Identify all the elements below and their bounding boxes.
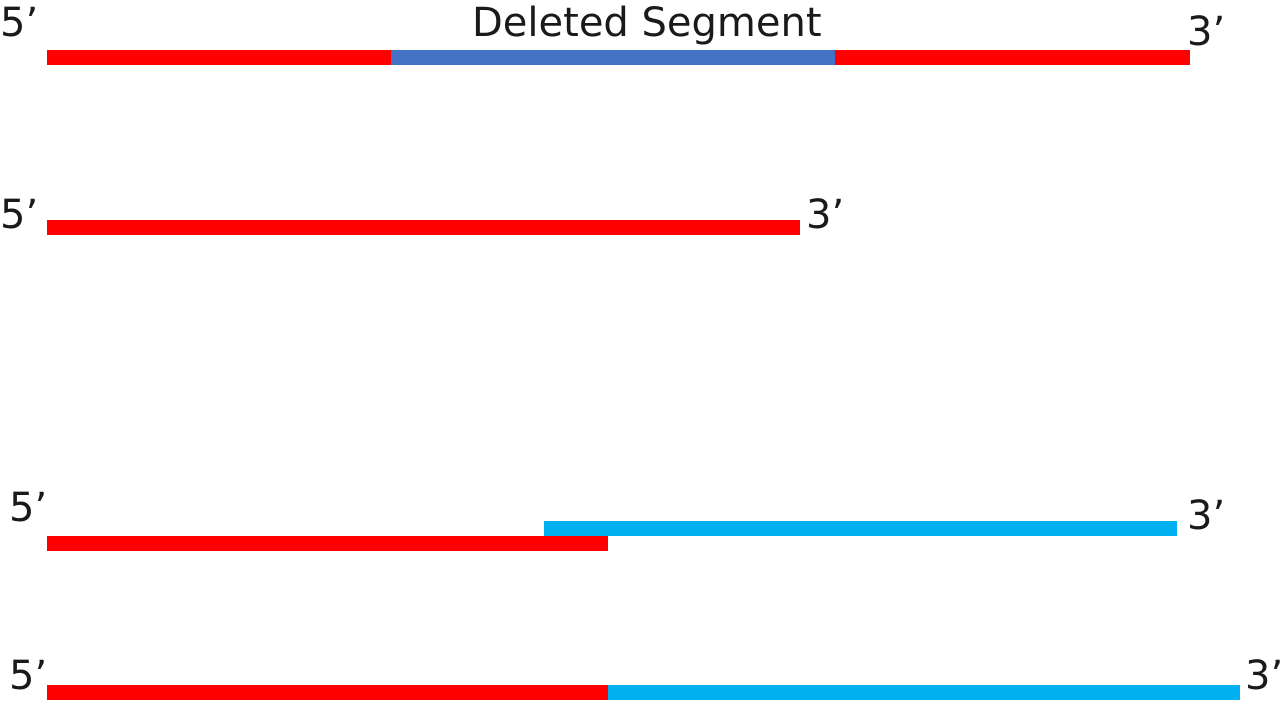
row4-red-segment — [47, 685, 608, 700]
row3-3prime-label: 3’ — [1187, 493, 1226, 539]
row1-5prime-label: 5’ — [0, 0, 39, 46]
row3-cyan-strand — [544, 521, 1177, 536]
row4-cyan-segment — [608, 685, 1240, 700]
row4-5prime-label: 5’ — [9, 653, 48, 699]
row1-3prime-label: 3’ — [1187, 9, 1226, 55]
row1-left-red-segment — [47, 50, 391, 65]
row3-red-strand — [47, 536, 608, 551]
row2-5prime-label: 5’ — [0, 192, 39, 238]
deleted-segment-label: Deleted Segment — [472, 0, 822, 46]
row1-right-red-segment — [835, 50, 1190, 65]
row2-red-strand — [47, 220, 800, 235]
row2-3prime-label: 3’ — [806, 192, 845, 238]
row4-3prime-label: 3’ — [1245, 653, 1280, 699]
row1-deleted-blue-segment — [391, 50, 835, 65]
row3-5prime-label: 5’ — [9, 485, 48, 531]
